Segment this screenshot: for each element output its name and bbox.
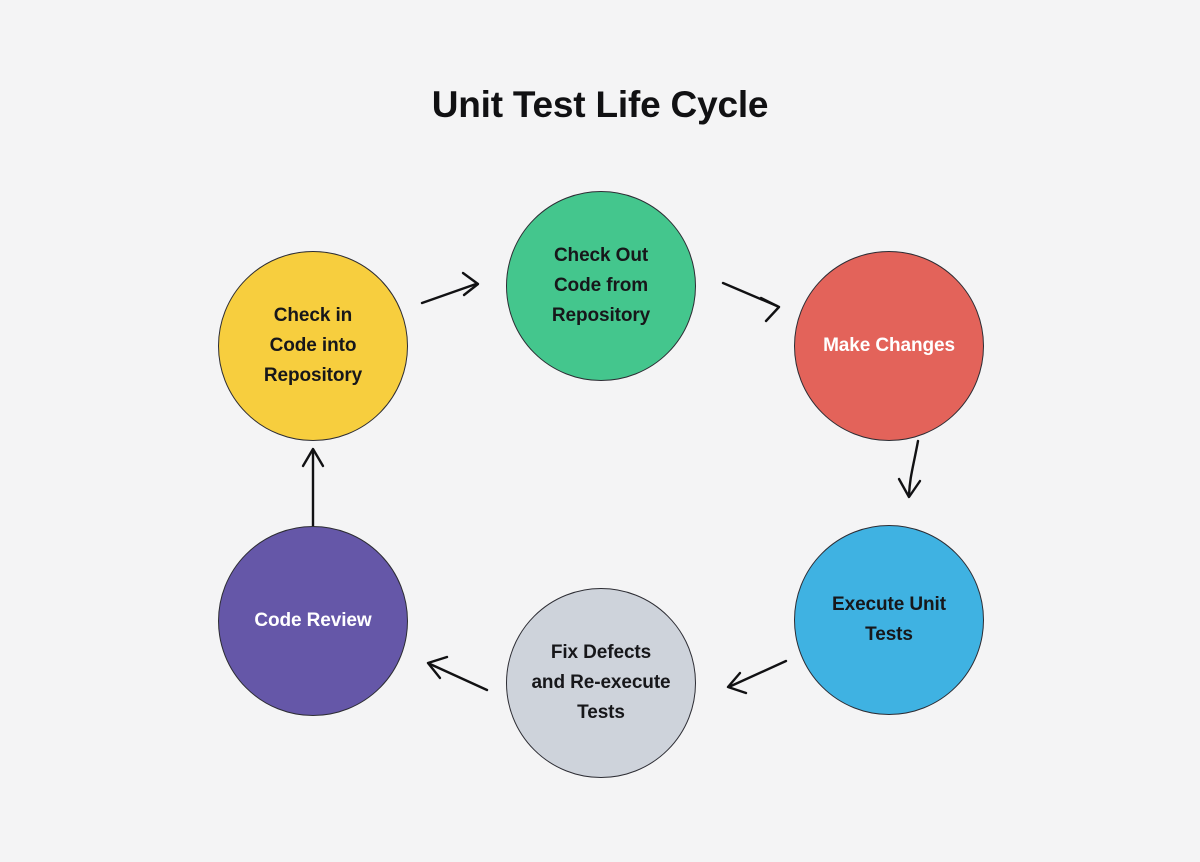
arrow-make-changes-to-execute (897, 439, 922, 499)
node-fix-defects[interactable]: Fix Defects and Re-execute Tests (506, 588, 696, 778)
page-title: Unit Test Life Cycle (431, 84, 769, 125)
node-label-check-out-code: Check Out Code from Repository (551, 244, 651, 326)
node-check-in-code[interactable]: Check in Code into Repository (218, 251, 408, 441)
arrow-code-review-to-check-in (301, 447, 325, 530)
node-label-execute-unit-tests: Execute Unit Tests (832, 593, 946, 645)
arrow-fix-defects-to-code-review (426, 655, 489, 692)
node-check-out-code[interactable]: Check Out Code from Repository (506, 191, 696, 381)
node-code-review[interactable]: Code Review (218, 526, 408, 716)
arrowhead (897, 477, 922, 499)
node-label-make-changes: Make Changes (823, 334, 955, 356)
node-label-fix-defects: Fix Defects and Re-execute Tests (531, 641, 671, 723)
arrow-check-in-to-check-out (420, 271, 480, 305)
node-make-changes[interactable]: Make Changes (794, 251, 984, 441)
node-execute-unit-tests[interactable]: Execute Unit Tests (794, 525, 984, 715)
arrowhead (426, 655, 449, 680)
arrowhead (461, 271, 480, 297)
arrow-execute-to-fix-defects (726, 659, 788, 695)
arrowhead (759, 296, 781, 323)
node-label-check-in-code: Check in Code into Repository (263, 304, 363, 386)
node-label-code-review: Code Review (254, 609, 372, 631)
arrowhead (301, 447, 325, 468)
arrow-check-out-to-make-changes (721, 281, 781, 323)
arrowhead (726, 671, 748, 695)
